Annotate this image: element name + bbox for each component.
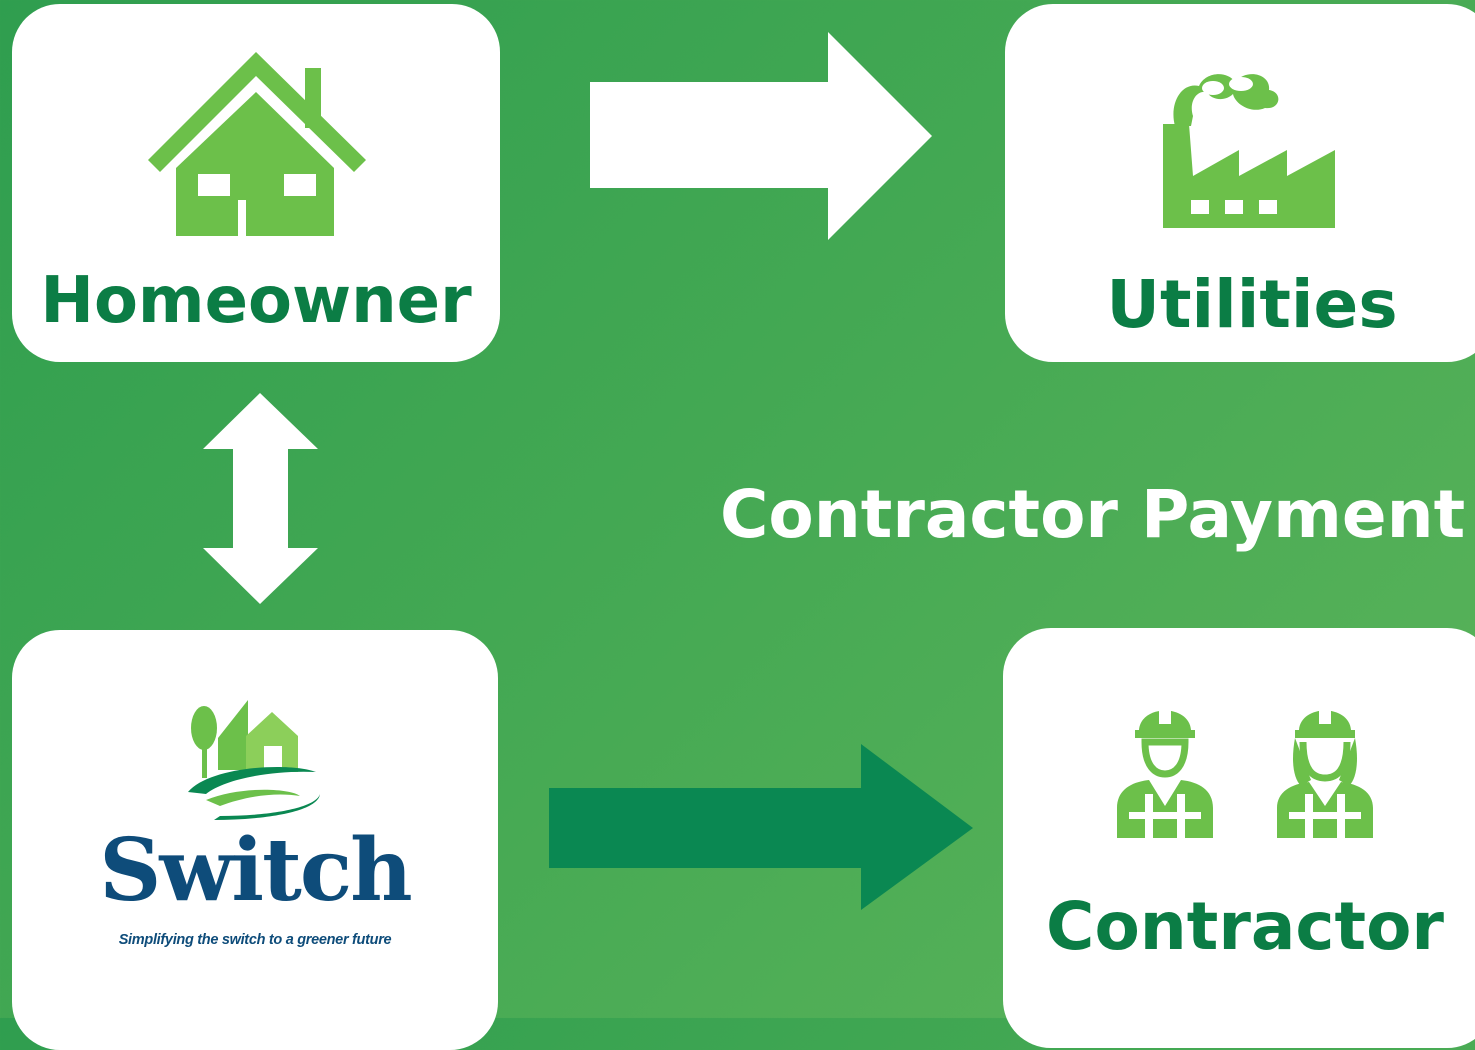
utilities-card: Utilities xyxy=(1005,4,1475,362)
house-icon xyxy=(148,52,366,236)
arrow-homeowner-switch-bidirectional xyxy=(203,393,318,604)
switch-brand-name: Switch xyxy=(99,820,412,921)
homeowner-card: Homeowner xyxy=(12,4,500,362)
arrow-homeowner-to-utilities xyxy=(590,32,932,240)
switch-logo-icon xyxy=(188,700,320,820)
contractor-card: Contractor xyxy=(1003,628,1475,1048)
homeowner-label: Homeowner xyxy=(40,264,472,338)
switch-card: Switch Simplifying the switch to a green… xyxy=(12,630,498,1050)
factory-icon xyxy=(1163,74,1335,228)
switch-tagline: Simplifying the switch to a greener futu… xyxy=(118,932,392,948)
contractor-label: Contractor xyxy=(1046,888,1444,965)
arrow-switch-to-contractor xyxy=(549,744,973,910)
workers-icon xyxy=(1117,706,1373,838)
utilities-label: Utilities xyxy=(1106,266,1398,343)
contractor-payment-label: Contractor Payment xyxy=(720,476,1466,553)
